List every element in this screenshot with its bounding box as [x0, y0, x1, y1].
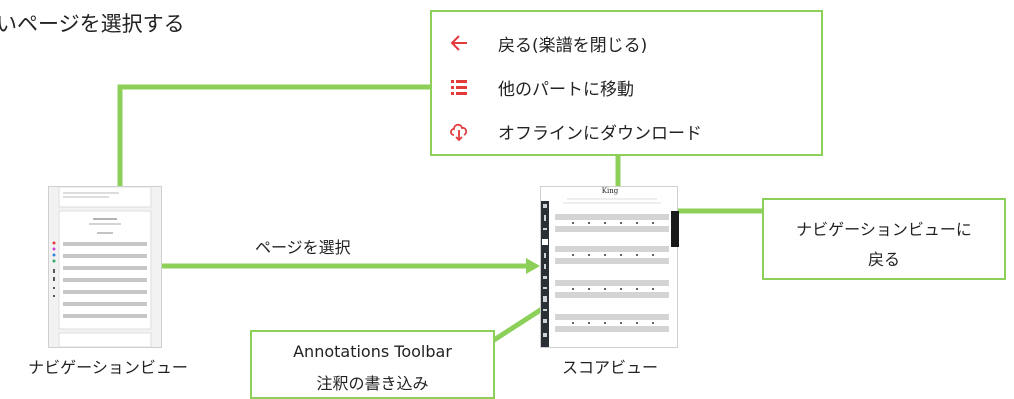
back-to-nav-callout: ナビゲーションビューに 戻る [762, 198, 1006, 280]
score-staves [555, 198, 669, 332]
back-to-nav-line2: 戻る [867, 250, 900, 269]
annotation-tool-icons [542, 204, 548, 337]
annotations-callout: Annotations Toolbar 注釈の書き込み [250, 330, 495, 399]
annotations-line2: 注釈の書き込み [316, 374, 429, 393]
menu-item-download-label: オフラインにダウンロード [498, 123, 702, 144]
connector-nav-to-menu [117, 84, 433, 186]
list-icon [451, 80, 467, 95]
navigation-view-screenshot[interactable] [48, 186, 162, 348]
navigation-view-caption: ナビゲーションビュー [28, 358, 188, 377]
menu-item-back[interactable]: 戻る(楽譜を閉じる) [432, 28, 821, 58]
back-to-nav-tab[interactable] [671, 211, 679, 247]
score-view-screenshot[interactable]: King [540, 186, 679, 348]
select-page-label: ページを選択 [255, 238, 351, 257]
cloud-download-icon [450, 123, 468, 142]
score-title: King [601, 187, 619, 195]
back-to-nav-line1: ナビゲーションビューに [796, 220, 972, 239]
annotations-toolbar[interactable] [541, 201, 549, 347]
connector-annotations [492, 306, 544, 343]
arrowhead-select-page [526, 258, 540, 274]
score-view-caption: スコアビュー [561, 358, 658, 377]
menu-callout: 戻る(楽譜を閉じる) 他のパートに移動 オフラインにダウンロード [430, 10, 823, 156]
navigation-view-pages [52, 186, 152, 348]
menu-item-other-part-label: 他のパートに移動 [498, 79, 634, 100]
menu-item-download[interactable]: オフラインにダウンロード [432, 116, 821, 146]
menu-item-other-part[interactable]: 他のパートに移動 [432, 72, 821, 102]
annotations-line1: Annotations Toolbar [293, 342, 452, 361]
menu-item-back-label: 戻る(楽譜を閉じる) [498, 35, 648, 56]
arrow-left-icon [450, 35, 467, 51]
page-title: いページを選択する [0, 12, 185, 36]
